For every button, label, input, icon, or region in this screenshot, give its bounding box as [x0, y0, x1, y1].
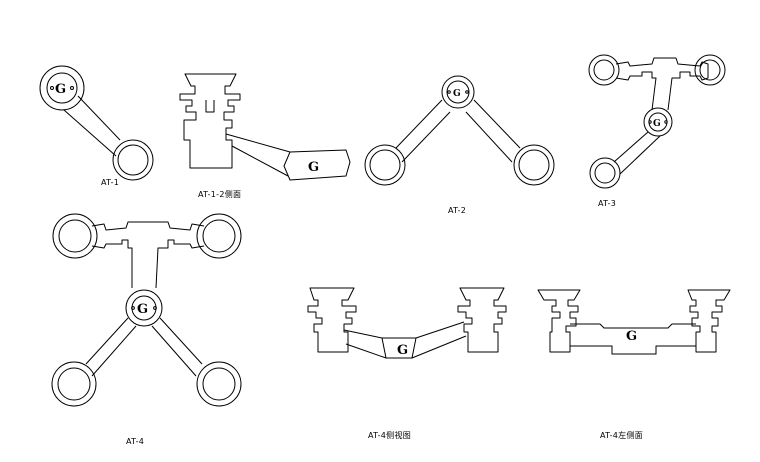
at4-side-logo-mark: G — [397, 343, 408, 358]
at4-left-side-right-bolt — [687, 289, 731, 353]
at1-2-fitting-side-view: G — [179, 73, 351, 181]
at2-hub-inner-circle — [446, 80, 470, 104]
at1-hub-inner-circle — [46, 72, 78, 104]
at1-2-bolt-neck — [205, 100, 215, 113]
at4-side-right-bolt — [457, 287, 507, 353]
at2-left-end-inner-circle — [369, 149, 401, 181]
at4-lower-right-arm-edge-inner — [151, 325, 197, 377]
at4-left-side-crossbar-bottom — [570, 345, 696, 355]
at4-crossbar-bottom-left — [91, 239, 133, 288]
at1-bolt-hole-icon — [50, 86, 54, 90]
at4-top-right-outer-circle — [196, 213, 242, 259]
at4-bolt-hole-icon — [131, 306, 135, 310]
at4-lower-left-arm-edge-inner — [91, 325, 137, 377]
at4-left-side-logo-mark: G — [626, 329, 637, 344]
at3-crossbar-outline-upper — [615, 57, 709, 111]
at1-2-logo-mark: G — [308, 160, 319, 175]
at4-left-side-hub-block — [611, 346, 657, 355]
at2-right-arm-edge-inner — [465, 111, 513, 163]
at1-2-end-plate-outline — [283, 149, 351, 181]
label-at4-side: AT-4侧视图 — [368, 430, 411, 440]
at1-2-arm-edge-upper — [225, 133, 291, 153]
at1-arm-edge-lower — [63, 109, 117, 157]
at3-bolt-hole-icon — [648, 120, 652, 124]
at2-left-arm-edge-outer — [395, 99, 443, 149]
at2-left-end-outer-circle — [364, 144, 406, 186]
at2-right-end-inner-circle — [518, 149, 550, 181]
at3-lower-end-inner-circle — [594, 162, 616, 184]
at1-2-arm-edge-lower — [231, 145, 289, 177]
at2-right-end-outer-circle — [513, 144, 555, 186]
at2-bolt-hole-icon — [465, 90, 469, 94]
at4-hub-outer-circle — [125, 289, 163, 327]
at4-side-hub-plate — [381, 337, 417, 359]
at4-left-side-view: G — [537, 289, 731, 355]
label-at1-2: AT-1-2侧面 — [198, 189, 241, 199]
at3-fitting-top-view: G — [588, 54, 726, 189]
at3-logo-mark: G — [653, 119, 661, 129]
at2-left-arm-edge-inner — [401, 111, 451, 163]
at4-side-left-bolt — [307, 287, 357, 353]
at1-fitting-top-view: G — [39, 65, 154, 181]
at3-left-end-inner-circle — [593, 59, 615, 81]
at3-lower-end-outer-circle — [589, 157, 621, 189]
at4-bottom-right-inner-circle — [202, 367, 236, 401]
label-at2: AT-2 — [448, 206, 466, 215]
at4-side-arm-top — [343, 321, 465, 339]
at3-right-end-outer-circle — [694, 54, 726, 86]
at4-bolt-hole-icon — [153, 306, 157, 310]
at4-left-side-crossbar-top — [570, 323, 696, 329]
at4-top-left-inner-circle — [58, 219, 92, 253]
at1-logo-mark: G — [55, 82, 66, 97]
at4-left-side-left-bolt — [537, 289, 581, 353]
at4-bottom-left-outer-circle — [51, 361, 97, 407]
at4-top-right-inner-circle — [202, 219, 236, 253]
at4-crossbar-top-edge — [91, 221, 205, 231]
at1-2-bolt-body-outline — [179, 73, 241, 169]
at1-hub-outer-circle — [39, 65, 85, 111]
at2-hub-outer-circle — [441, 75, 475, 109]
at3-crossbar-outline-lower — [615, 71, 657, 111]
at3-hub-outer-circle — [643, 107, 673, 137]
at4-lower-right-arm-edge-outer — [159, 317, 203, 365]
at4-lower-left-arm-edge-outer — [85, 317, 129, 365]
label-at1: AT-1 — [101, 178, 119, 187]
at2-fitting-top-view: G — [364, 75, 555, 186]
label-at4-left: AT-4左侧面 — [600, 430, 643, 440]
at2-bolt-hole-icon — [447, 90, 451, 94]
at1-end-inner-circle — [117, 144, 149, 176]
at2-logo-mark: G — [453, 89, 461, 99]
at3-lower-arm-edge-outer — [613, 131, 649, 163]
at4-top-left-outer-circle — [52, 213, 98, 259]
at4-bottom-left-inner-circle — [57, 367, 91, 401]
label-at4: AT-4 — [126, 437, 144, 446]
at1-end-outer-circle — [112, 139, 154, 181]
at3-bolt-hole-icon — [664, 120, 668, 124]
at3-lower-arm-edge-inner — [619, 135, 661, 175]
at4-fitting-top-view: G — [51, 213, 242, 407]
at4-logo-mark: G — [137, 302, 148, 317]
at3-left-end-outer-circle — [588, 54, 620, 86]
at4-side-view: G — [307, 287, 507, 359]
at1-bolt-hole-icon — [70, 86, 74, 90]
at1-arm-edge-upper — [77, 95, 121, 141]
at4-bottom-right-outer-circle — [196, 361, 242, 407]
at4-crossbar-bottom-right — [155, 239, 205, 289]
label-at3: AT-3 — [598, 199, 616, 208]
at3-right-end-inner-circle — [699, 59, 721, 81]
at2-right-arm-edge-outer — [473, 99, 521, 149]
